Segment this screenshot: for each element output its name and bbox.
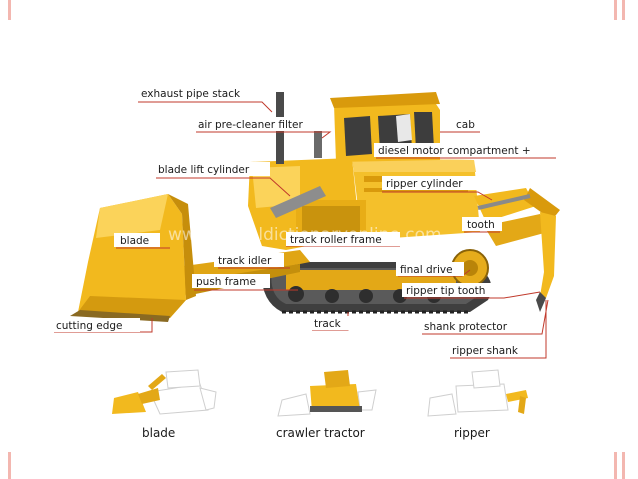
thumbnail-label-crawler-tractor: crawler tractor [276,426,365,440]
label-cab: cab [456,119,475,131]
thumbnail-crawler-tractor: crawler tractor [276,370,377,440]
label-push-frame: push frame [196,276,256,288]
frame-bar-right-bottom-a [614,452,617,479]
thumbnail-ripper: ripper [427,369,528,440]
label-ripper-tip-tooth: ripper tip tooth [406,285,485,297]
label-tooth: tooth [467,219,495,231]
thumbnail-label-ripper: ripper [454,426,490,440]
leader-lines [54,101,556,359]
pre-cleaner-shape [314,128,322,158]
frame-bar-right-top-a [614,0,617,20]
label-exhaust-pipe-stack: exhaust pipe stack [141,88,241,100]
frame-bar-right-top-b [622,0,625,20]
label-track: track [314,318,342,330]
label-ripper-cylinder: ripper cylinder [386,178,463,190]
label-track-roller-frame: track roller frame [290,234,382,246]
label-ripper-shank: ripper shank [452,345,519,357]
labels: exhaust pipe stack air pre-cleaner filte… [52,86,558,357]
label-blade: blade [120,235,149,247]
label-blade-lift-cylinder: blade lift cylinder [158,164,250,176]
label-shank-protector: shank protector [424,321,508,333]
label-air-pre-cleaner-filter: air pre-cleaner filter [198,119,303,131]
ripper-shape [474,188,560,312]
frame-bar-left-bottom [8,452,11,479]
frame-bar-right-bottom-b [622,452,625,479]
label-cutting-edge: cutting edge [56,320,123,332]
label-track-idler: track idler [218,255,272,267]
label-diesel-motor-compartment: diesel motor compartment + [378,145,531,157]
thumbnail-label-blade: blade [142,426,175,440]
label-final-drive: final drive [400,264,453,276]
frame-bar-left-top [8,0,11,20]
thumbnail-blade: blade [112,369,217,440]
blade-shape [70,194,196,322]
